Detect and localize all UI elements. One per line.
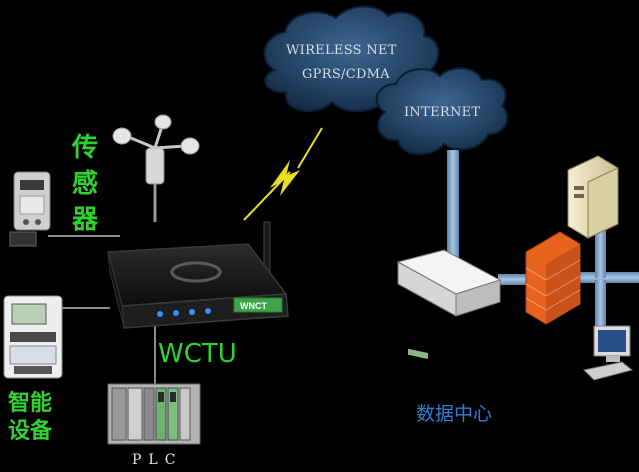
- internet-label: INTERNET: [404, 105, 480, 120]
- server-link-pipe: [595, 228, 606, 278]
- device-label-line1: 智能: [8, 390, 52, 416]
- plc-rack-icon: [107, 383, 201, 445]
- wctu-label: WCTU: [158, 339, 237, 369]
- internet-link-pipe: [447, 150, 459, 258]
- router-brand-text: WNCT: [240, 301, 267, 311]
- workstation-link-pipe: [595, 280, 606, 330]
- sensor-label-char-3: 器: [71, 205, 99, 235]
- firewall-icon: [525, 231, 581, 325]
- workstation-icon: [582, 325, 634, 381]
- firewall-link-pipe: [498, 274, 528, 285]
- server-icon: [567, 155, 619, 239]
- sensor-box-icon: [9, 171, 51, 247]
- anemometer-icon: [112, 114, 200, 222]
- sensor-label-char-1: 传: [71, 133, 98, 163]
- gprs-cdma-label: GPRS/CDMA: [302, 67, 390, 82]
- sensor-label-char-2: 感: [72, 169, 98, 199]
- device-label-line2: 设备: [8, 418, 53, 444]
- wireless-net-label: WIRELESS NET: [286, 43, 397, 58]
- wireless-signal-icon: [243, 127, 323, 221]
- firewall-out-pipe: [576, 272, 639, 283]
- data-center-router-icon: [396, 249, 502, 359]
- plc-label: PLC: [132, 452, 182, 468]
- cloud-internet: [375, 67, 509, 156]
- data-center-label: 数据中心: [416, 403, 492, 425]
- smart-meter-icon: [3, 295, 63, 379]
- connection-lines: [48, 150, 639, 392]
- wctu-router-icon: [107, 221, 289, 329]
